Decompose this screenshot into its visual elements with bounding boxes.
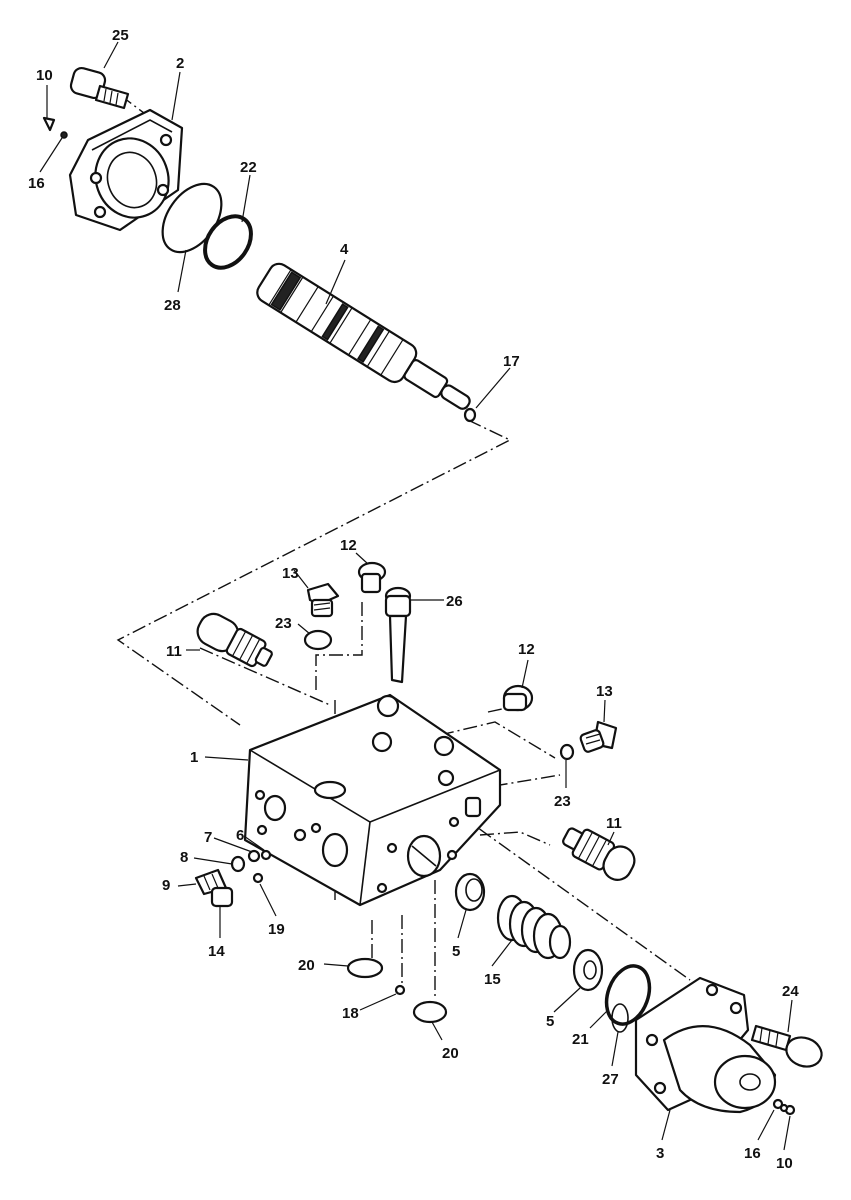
leader-lines — [39, 41, 793, 1151]
o-ring-6 — [260, 849, 272, 861]
callout-1: 1 — [190, 749, 198, 766]
callout-13: 13 — [596, 683, 613, 700]
callout-6: 6 — [236, 827, 244, 844]
callout-20: 20 — [298, 957, 315, 974]
callout-19: 19 — [268, 921, 285, 938]
callout-20: 20 — [442, 1045, 459, 1062]
screw-10-top — [42, 116, 56, 132]
screw-10-bottom — [779, 1103, 796, 1116]
callout-3: 3 — [656, 1145, 664, 1162]
callout-27: 27 — [602, 1071, 619, 1088]
ring-18 — [394, 984, 406, 996]
o-ring-20-left — [346, 957, 384, 979]
callout-5: 5 — [546, 1013, 554, 1030]
callout-28: 28 — [164, 297, 181, 314]
o-ring-20-right — [412, 1000, 448, 1024]
plug-12-upper — [357, 561, 387, 594]
callout-26: 26 — [446, 593, 463, 610]
end-cap-3 — [634, 976, 777, 1114]
callout-16: 16 — [28, 175, 45, 192]
callout-17: 17 — [503, 353, 520, 370]
bolt-24 — [750, 1024, 823, 1068]
callout-24: 24 — [782, 983, 799, 1000]
callout-5: 5 — [452, 943, 460, 960]
callout-22: 22 — [240, 159, 257, 176]
callout-11: 11 — [606, 815, 622, 832]
callout-10: 10 — [36, 67, 53, 84]
end-cap-2 — [68, 108, 184, 232]
callout-9: 9 — [162, 877, 170, 894]
callout-2: 2 — [176, 55, 184, 72]
bolt-26 — [384, 586, 412, 684]
washer-16-top — [60, 131, 68, 139]
ring-8 — [230, 855, 246, 873]
callout-labels: 25 2 10 16 22 28 4 17 12 13 26 23 11 12 … — [28, 27, 799, 1172]
o-ring-22 — [203, 214, 253, 270]
seat-5-lower — [572, 948, 604, 992]
callout-21: 21 — [572, 1031, 589, 1048]
callout-8: 8 — [180, 849, 188, 866]
backup-ring-27 — [611, 1003, 629, 1033]
o-ring-23-upper — [303, 629, 333, 651]
plug-12-right — [502, 684, 534, 712]
callout-12: 12 — [518, 641, 535, 658]
plug-13-right — [579, 720, 618, 753]
o-ring-21 — [604, 964, 652, 1026]
callout-7: 7 — [204, 829, 212, 846]
relief-valve-11-right — [562, 827, 636, 881]
callout-13: 13 — [282, 565, 299, 582]
spool-4 — [256, 262, 471, 410]
callout-25: 25 — [112, 27, 129, 44]
o-ring-19 — [252, 872, 264, 884]
o-ring-23-right — [559, 743, 575, 761]
callout-11: 11 — [166, 643, 182, 660]
springs-15 — [496, 894, 572, 960]
seat-5-upper — [454, 872, 486, 912]
callout-18: 18 — [342, 1005, 359, 1022]
valve-body-1 — [243, 693, 502, 907]
callout-14: 14 — [208, 943, 225, 960]
relief-valve-11-left — [196, 612, 273, 668]
callout-12: 12 — [340, 537, 357, 554]
callout-16: 16 — [744, 1145, 761, 1162]
callout-4: 4 — [340, 241, 349, 258]
o-ring-7 — [247, 849, 261, 863]
callout-23: 23 — [275, 615, 292, 632]
callout-23: 23 — [554, 793, 571, 810]
plug-13-upper — [306, 582, 340, 618]
bolt-25 — [69, 66, 130, 110]
callout-10: 10 — [776, 1155, 793, 1172]
washer-16-bottom — [772, 1098, 784, 1110]
o-ring-17 — [463, 407, 477, 423]
fitting-14 — [210, 886, 234, 908]
callout-15: 15 — [484, 971, 501, 988]
